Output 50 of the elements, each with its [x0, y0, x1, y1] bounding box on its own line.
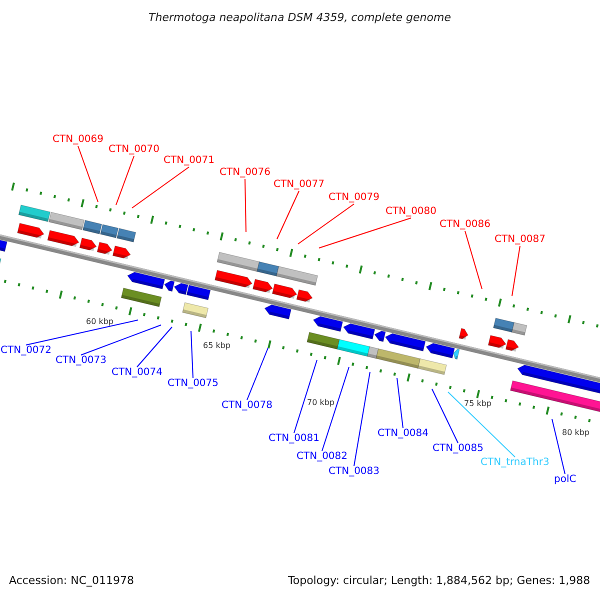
gene-label: CTN_0079 [328, 192, 380, 204]
gene-label: CTN_0081 [268, 433, 320, 445]
gene-label: CTN_0085 [432, 443, 484, 455]
leader-line [26, 320, 138, 346]
leader-line [298, 204, 354, 244]
gene-label: CTN_0084 [378, 428, 429, 440]
scale-label: 70 kbp [307, 397, 335, 409]
gene-label: CTN_0070 [108, 144, 160, 156]
leader-line [322, 366, 350, 452]
gene-label: CTN_0069 [52, 134, 104, 146]
leader-line [552, 418, 566, 474]
leader-line [244, 178, 246, 232]
gene-label: CTN_trnaThr3 [480, 457, 550, 469]
gene-label: CTN_0078 [222, 400, 273, 412]
leader-line [116, 156, 134, 206]
gene-label: CTN_0074 [112, 367, 163, 379]
leader-line [78, 146, 98, 202]
gene-label: CTN_0083 [328, 466, 380, 478]
scale-label: 65 kbp [203, 340, 231, 352]
gene-label: polC [554, 474, 576, 486]
leader-line [80, 324, 162, 356]
leader-line [132, 166, 190, 208]
leader-line [136, 326, 172, 368]
gene-label: CTN_0087 [494, 234, 546, 246]
scale-label: 60 kbp [86, 316, 114, 328]
leader-line [190, 330, 194, 378]
scale-label: 80 kbp [562, 427, 590, 439]
map-title: Thermotoga neapolitana DSM 4359, complete genome [148, 12, 451, 24]
leader-line [448, 392, 516, 458]
leader-line [464, 230, 482, 290]
gene-label: CTN_0071 [164, 155, 215, 167]
gene-label: CTN_0075 [168, 378, 219, 390]
gene-label: CTN_0072 [0, 345, 52, 357]
scale-label: 75 kbp [464, 398, 492, 410]
leader-line [276, 190, 300, 240]
leader-line [432, 388, 458, 444]
leader-line [512, 246, 520, 296]
gene-label: CTN_0077 [274, 179, 325, 191]
leader-line [294, 360, 318, 434]
leader-line [246, 348, 268, 400]
gene-label: CTN_0076 [220, 167, 271, 179]
gene-label: CTN_0082 [296, 451, 348, 463]
leader-line [396, 378, 404, 428]
gene-label: CTN_0073 [56, 355, 107, 367]
gene-label: CTN_0080 [386, 206, 437, 218]
leader-line [354, 372, 370, 466]
accession-text: Accession: NC_011978 [9, 575, 134, 587]
gene-label: CTN_0086 [440, 219, 491, 231]
genome-stats-text: Topology: circular; Length: 1,884,562 bp; Genes: 1,988 [288, 575, 590, 587]
leader-line [318, 218, 412, 248]
